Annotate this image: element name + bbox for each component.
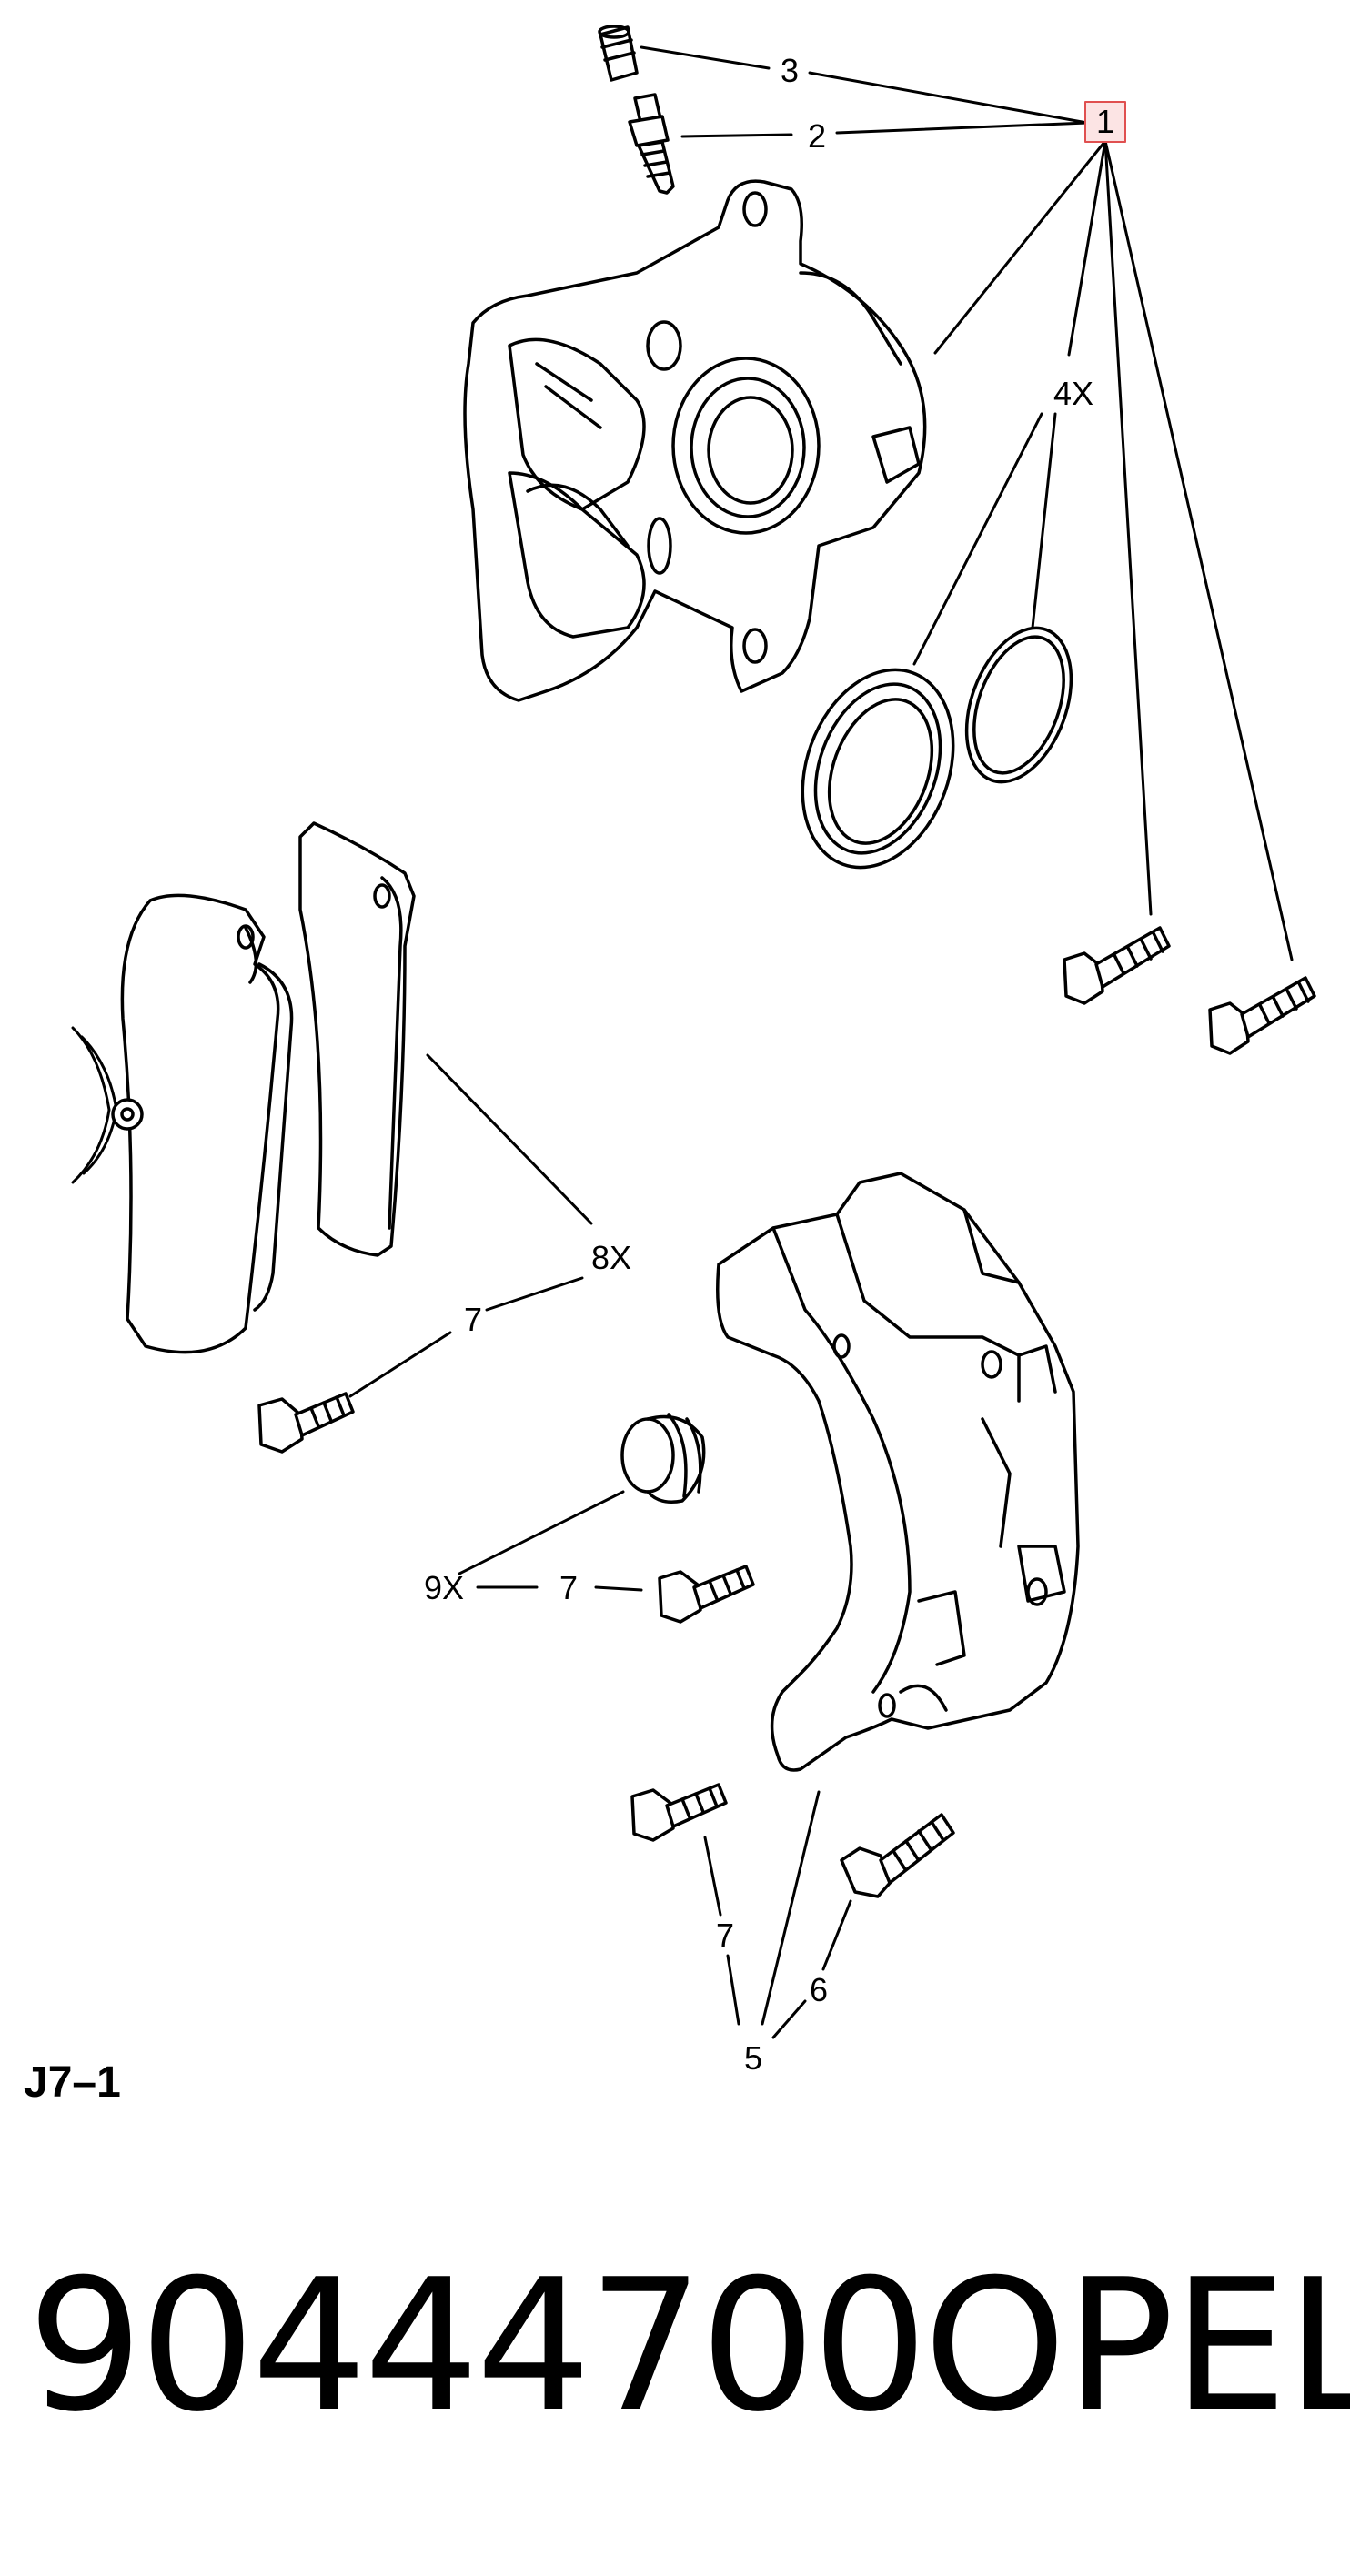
caliper-housing bbox=[463, 179, 927, 702]
bolt-7-bottom bbox=[630, 1783, 728, 1842]
brake-caliper-exploded-diagram: 1 3 2 4X 8X 7 9X 7 7 6 5 bbox=[71, 25, 1316, 2077]
brake-pad-rear bbox=[298, 821, 416, 1257]
guide-bushing bbox=[620, 1413, 706, 1504]
callout-label-3: 3 bbox=[781, 52, 799, 89]
caliper-bracket bbox=[716, 1172, 1080, 1772]
caliper-bolt-1 bbox=[1063, 926, 1171, 1005]
callout-label-8x: 8X bbox=[591, 1239, 631, 1276]
callout-label-9x: 9X bbox=[424, 1569, 464, 1606]
callout-label-7-left: 7 bbox=[464, 1301, 482, 1338]
brake-pad-front bbox=[71, 893, 294, 1354]
callout-label-5: 5 bbox=[744, 2039, 762, 2077]
callout-label-2: 2 bbox=[808, 117, 826, 155]
bleeder-dust-cap bbox=[598, 25, 639, 82]
bleeder-screw bbox=[628, 93, 675, 195]
part-number: 90444700 bbox=[27, 2240, 928, 2452]
caliper-bolt-2 bbox=[1208, 976, 1316, 1055]
callout-label-7-middle: 7 bbox=[559, 1569, 578, 1606]
piston-seal-ring bbox=[801, 668, 955, 870]
bolt-7-left bbox=[257, 1392, 355, 1454]
brand-name: OPEL bbox=[923, 2240, 1350, 2452]
callout-label-1: 1 bbox=[1096, 103, 1114, 140]
leader-lines bbox=[348, 45, 1294, 2039]
callout-label-4x: 4X bbox=[1053, 375, 1093, 412]
callout-label-6: 6 bbox=[810, 1971, 828, 2008]
callout-label-7-bottom: 7 bbox=[716, 1917, 734, 1954]
callout-box-1 bbox=[1084, 101, 1126, 143]
o-ring-seal bbox=[964, 626, 1073, 784]
bolt-7-middle bbox=[658, 1565, 755, 1624]
diagram-reference-code: J7–1 bbox=[24, 2058, 121, 2107]
bolt-6 bbox=[840, 1813, 955, 1898]
